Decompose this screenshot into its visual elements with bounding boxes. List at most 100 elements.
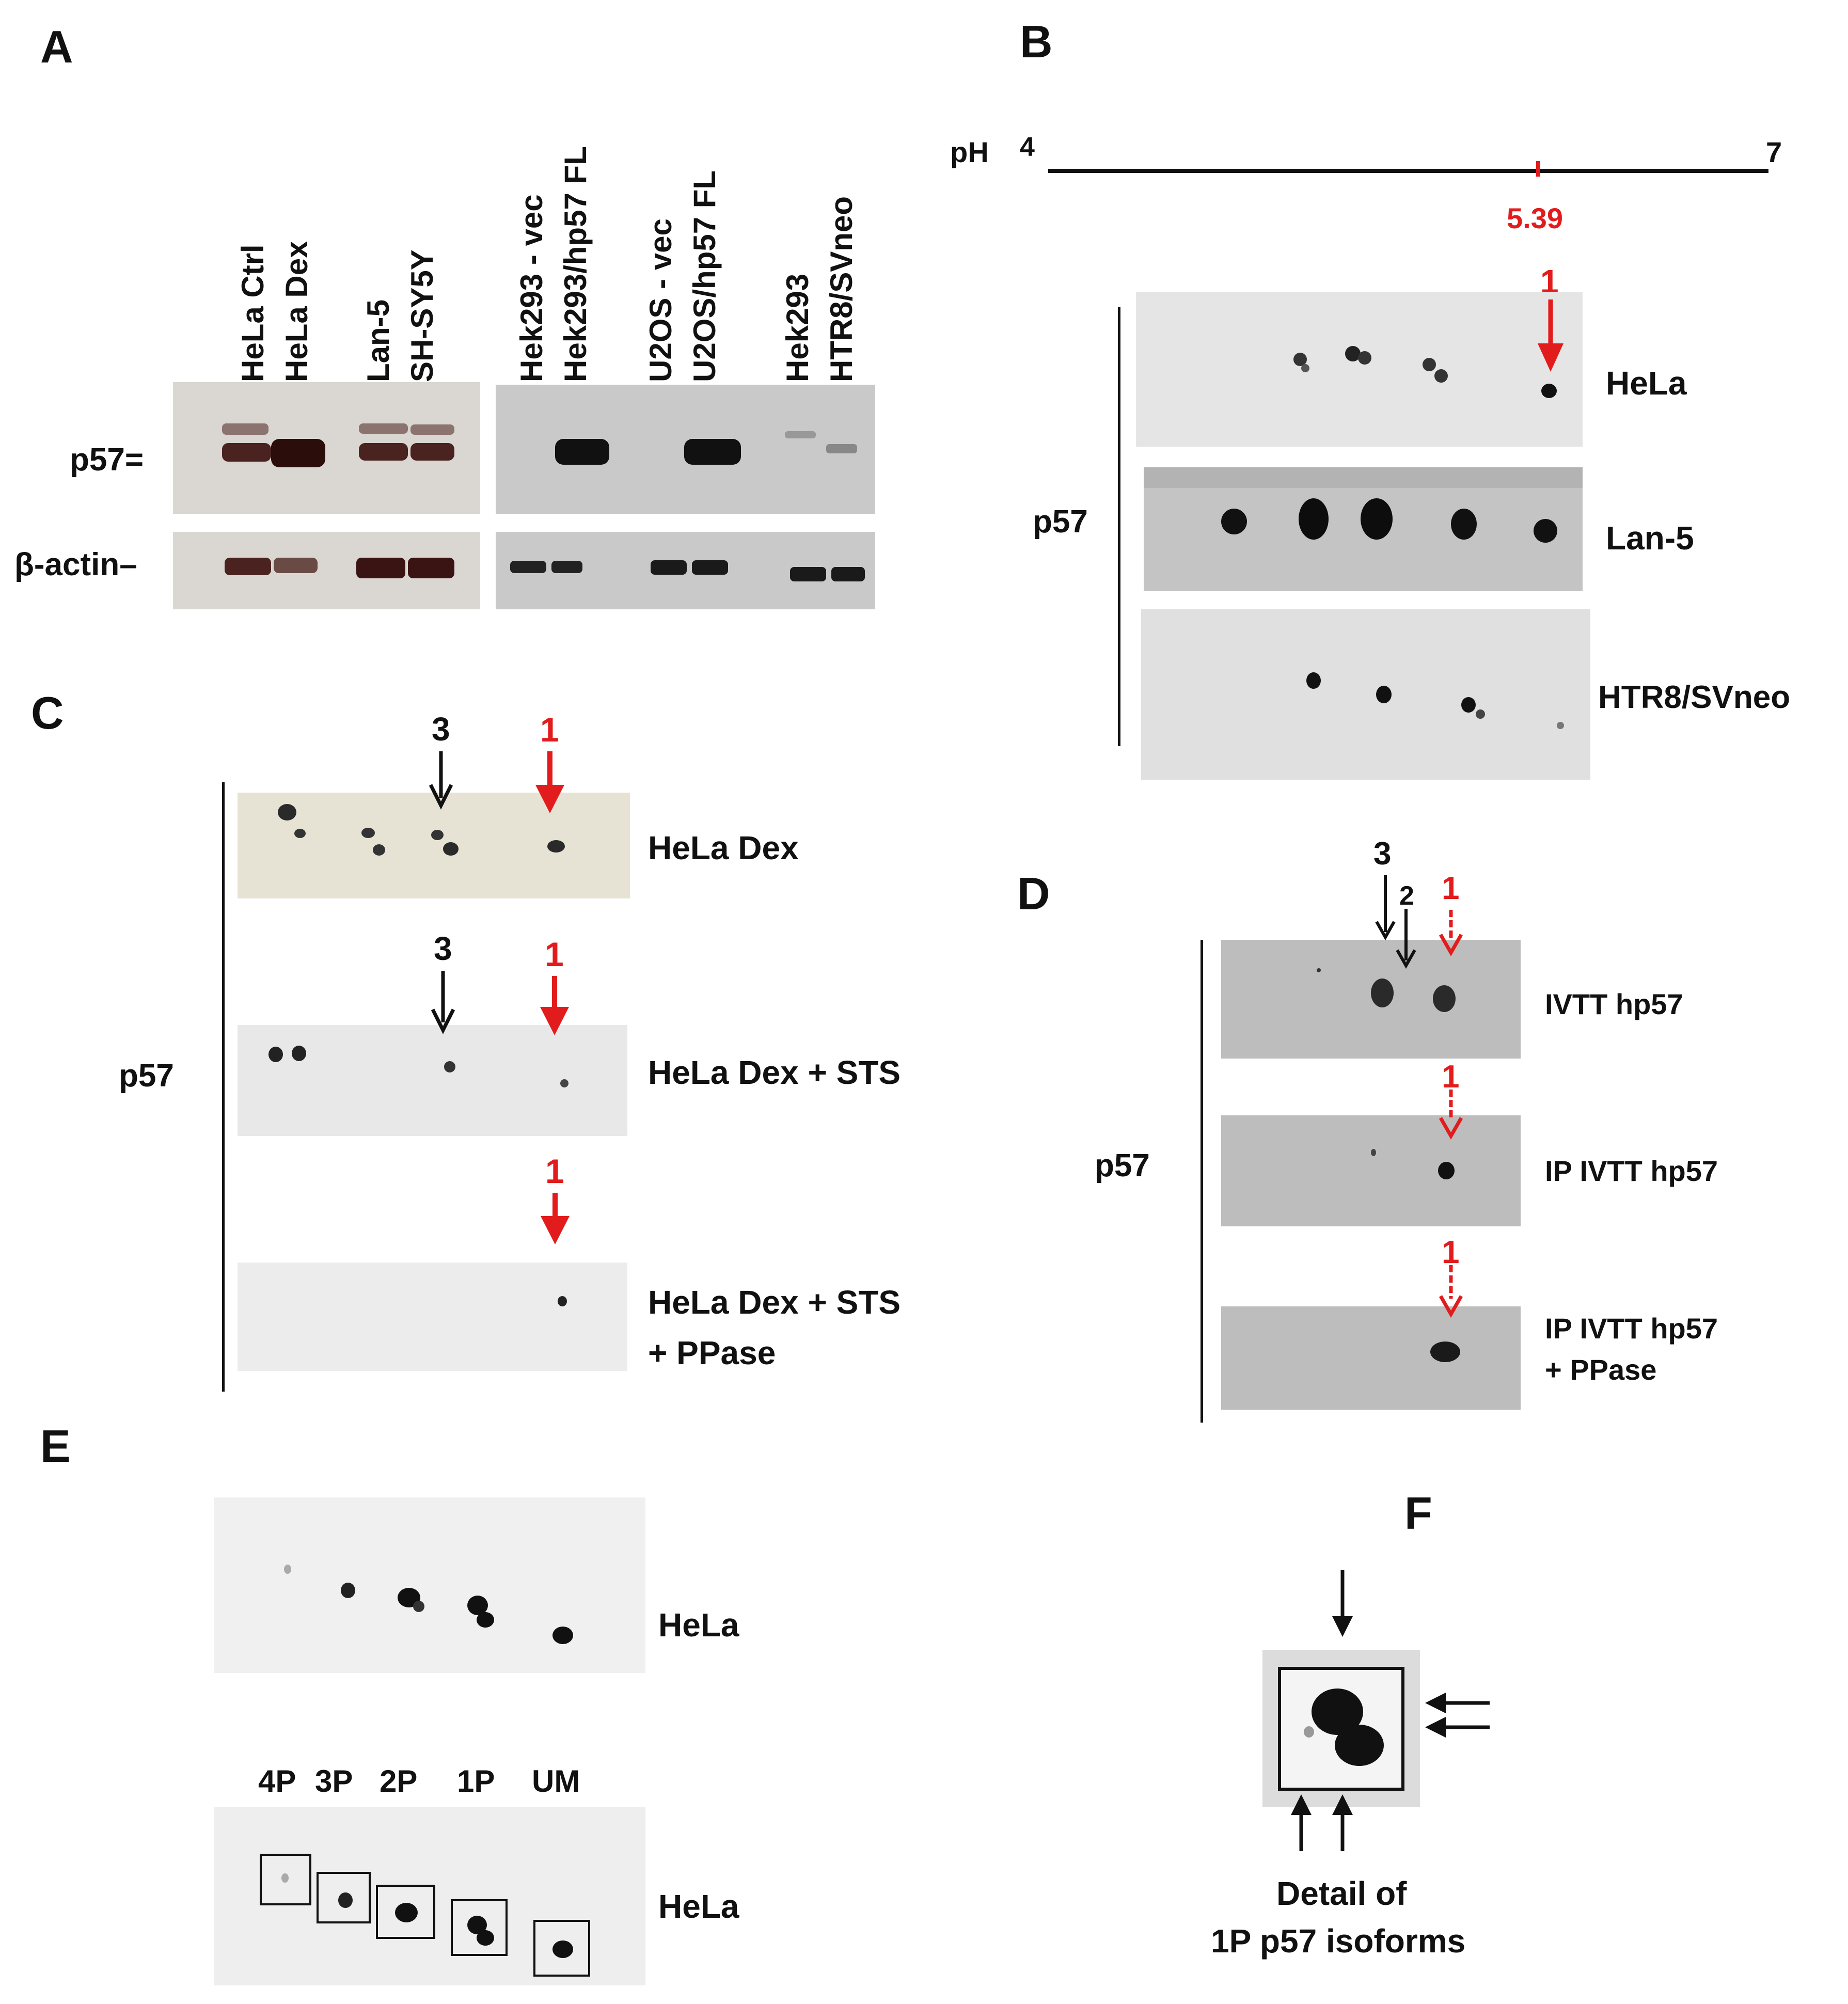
side-label-p57: p57 bbox=[119, 1058, 174, 1094]
blot-label: IP IVTT hp57 bbox=[1545, 1155, 1718, 1187]
arrow-label-1: 1 bbox=[540, 711, 559, 749]
blot-label: Lan-5 bbox=[1606, 519, 1694, 557]
band bbox=[271, 439, 325, 467]
black-arrow-icon bbox=[429, 751, 453, 810]
panel-label-a: A bbox=[40, 21, 73, 72]
ph-axis-label: pH bbox=[950, 136, 989, 168]
spot bbox=[294, 829, 306, 838]
band bbox=[555, 439, 609, 465]
western-blot-actin-left bbox=[173, 532, 480, 609]
band bbox=[410, 424, 454, 435]
isoform-box-1p bbox=[451, 1899, 508, 1956]
side-label-p57: p57 bbox=[1033, 504, 1088, 540]
black-arrow-icon bbox=[1396, 909, 1416, 969]
spot bbox=[1304, 1726, 1314, 1738]
2d-blot-ip-ivtt-ppase bbox=[1221, 1306, 1521, 1410]
spot bbox=[1476, 709, 1485, 719]
blot-label: HeLa Dex + STS bbox=[648, 1054, 901, 1091]
spot bbox=[431, 830, 444, 840]
spot bbox=[1376, 686, 1392, 703]
spot bbox=[552, 1940, 573, 1958]
arrow-label-1: 1 bbox=[545, 935, 564, 973]
caption-line1: Detail of bbox=[1276, 1875, 1407, 1912]
isoform-box-2p bbox=[376, 1885, 435, 1939]
2d-blot-hela-e1 bbox=[214, 1497, 645, 1673]
blot-label: HeLa bbox=[658, 1606, 739, 1644]
isoform-detail-blot bbox=[1262, 1650, 1420, 1807]
bracket-line bbox=[1118, 307, 1120, 746]
band bbox=[274, 558, 318, 573]
arrow-label-3: 3 bbox=[434, 930, 452, 967]
spot bbox=[1451, 509, 1477, 540]
2d-blot-hela-dex-sts bbox=[238, 1025, 627, 1136]
smear bbox=[1144, 467, 1583, 488]
spot bbox=[477, 1612, 494, 1628]
spot bbox=[1461, 697, 1476, 713]
spot bbox=[1371, 1149, 1376, 1156]
blot-label: HeLa bbox=[658, 1888, 739, 1925]
arrow-label-1: 1 bbox=[545, 1152, 564, 1190]
isoform-label: 3P bbox=[315, 1764, 353, 1798]
isoform-label: 1P bbox=[457, 1764, 495, 1798]
2d-blot-ivtt bbox=[1221, 940, 1521, 1059]
spot bbox=[292, 1046, 306, 1061]
spot bbox=[413, 1601, 424, 1612]
2d-blot-hela-dex-sts-ppase bbox=[238, 1263, 627, 1371]
band bbox=[222, 443, 271, 462]
band bbox=[692, 560, 728, 575]
red-arrow-icon bbox=[540, 976, 569, 1035]
spot bbox=[341, 1583, 355, 1598]
spot bbox=[284, 1565, 291, 1574]
spot bbox=[1317, 968, 1321, 972]
down-arrow-icon bbox=[1332, 1570, 1353, 1637]
arrow-label-1: 1 bbox=[1442, 871, 1460, 906]
band bbox=[408, 558, 454, 578]
red-arrow-icon bbox=[1439, 1265, 1463, 1318]
isoform-label: UM bbox=[532, 1764, 580, 1798]
spot bbox=[1293, 353, 1307, 366]
isoform-box-4p bbox=[260, 1854, 311, 1905]
spot bbox=[1430, 1342, 1460, 1362]
arrow-label-1: 1 bbox=[1442, 1059, 1460, 1095]
spot bbox=[1534, 519, 1557, 543]
spot bbox=[278, 804, 296, 820]
row-label-p57: p57= bbox=[70, 442, 144, 478]
2d-blot-hela bbox=[1136, 292, 1583, 447]
spot bbox=[1438, 1162, 1455, 1179]
spot bbox=[477, 1930, 494, 1946]
2d-blot-hela-e2 bbox=[214, 1807, 645, 1985]
blot-label: HeLa bbox=[1606, 365, 1687, 402]
spot bbox=[268, 1047, 283, 1062]
black-arrow-icon bbox=[1375, 875, 1396, 941]
panel-label-c: C bbox=[31, 687, 64, 738]
bracket-line bbox=[222, 782, 225, 1392]
red-arrow-icon bbox=[535, 751, 564, 813]
spot bbox=[1221, 509, 1247, 534]
spot bbox=[444, 1061, 455, 1072]
arrow-label-3: 3 bbox=[432, 711, 450, 748]
red-arrow-icon bbox=[1439, 1090, 1463, 1140]
panel-label-e: E bbox=[40, 1421, 71, 1472]
red-arrow-icon bbox=[541, 1193, 570, 1244]
band bbox=[359, 443, 408, 461]
left-arrow-icon bbox=[1425, 1717, 1490, 1738]
spot bbox=[1423, 358, 1436, 371]
band bbox=[359, 423, 408, 434]
arrow-label-2: 2 bbox=[1399, 881, 1414, 911]
spot bbox=[395, 1903, 418, 1922]
band bbox=[684, 439, 741, 465]
spot bbox=[1433, 985, 1456, 1012]
blot-label: IVTT hp57 bbox=[1545, 988, 1683, 1020]
arrow-label-3: 3 bbox=[1373, 836, 1392, 872]
spot bbox=[1557, 722, 1564, 729]
spot bbox=[281, 1873, 289, 1883]
spot bbox=[558, 1296, 567, 1306]
spot bbox=[1335, 1725, 1384, 1766]
band bbox=[551, 561, 582, 573]
ph-max-label: 7 bbox=[1766, 136, 1782, 168]
panel-label-d: D bbox=[1017, 868, 1050, 919]
spot bbox=[1434, 369, 1448, 383]
2d-blot-ip-ivtt bbox=[1221, 1115, 1521, 1226]
band bbox=[356, 558, 405, 578]
